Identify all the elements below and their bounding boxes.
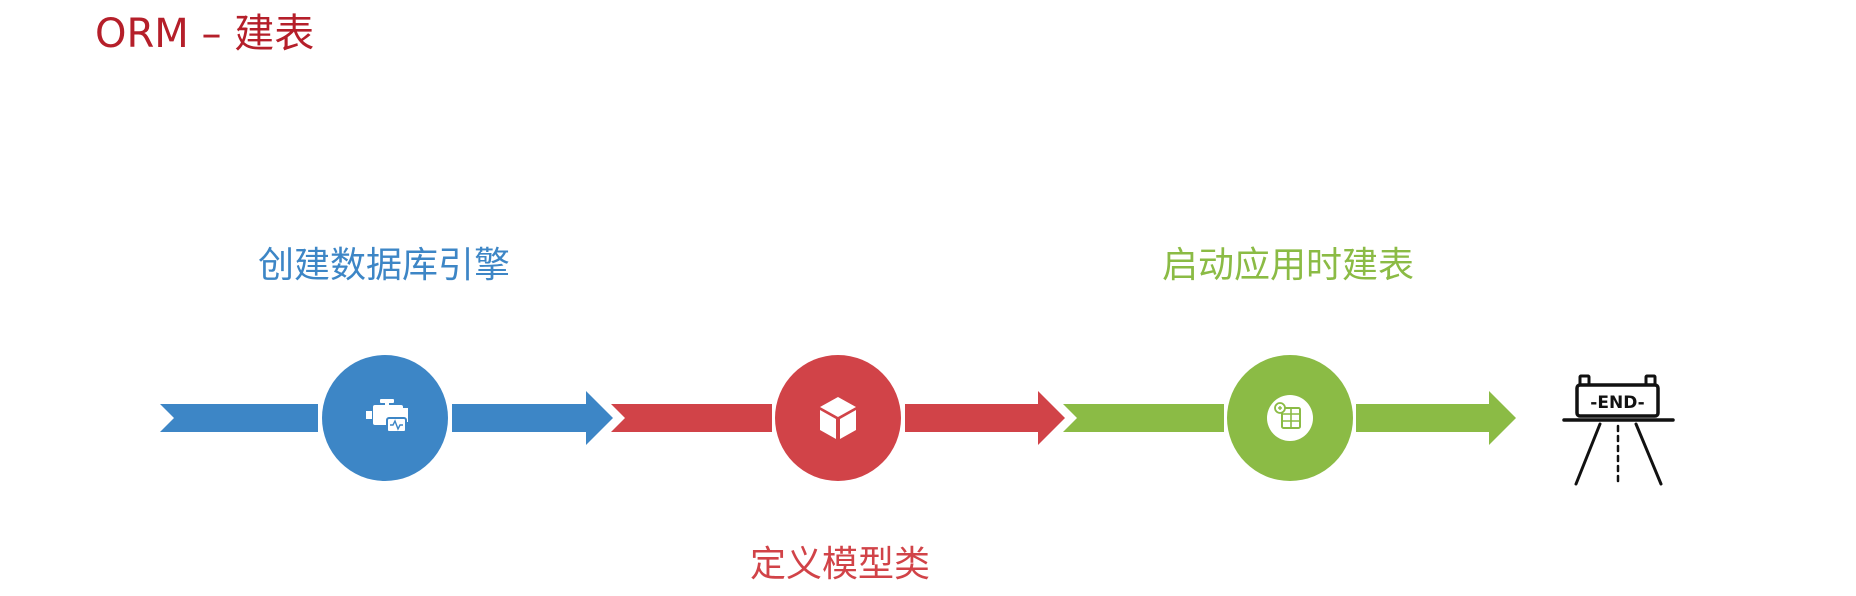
step-1-incoming-arrow: [160, 404, 318, 432]
step-3-outgoing-arrow: [1356, 391, 1516, 445]
step-2-flow: [611, 355, 1065, 481]
table-icon: [1267, 395, 1313, 441]
step-2-outgoing-arrow: [905, 391, 1065, 445]
step-1-outgoing-arrow: [452, 391, 613, 445]
page-title: ORM – 建表: [95, 11, 315, 57]
step-label-define-model: 定义模型类: [750, 544, 931, 585]
step-label-create-engine: 创建数据库引擎: [258, 245, 511, 286]
end-sign-text: -END-: [1590, 393, 1644, 413]
road-end-sign-icon: [1562, 374, 1675, 488]
engine-icon: [366, 399, 408, 433]
step-2-circle: [775, 355, 901, 481]
step-3-incoming-arrow: [1063, 404, 1224, 432]
step-1-flow: [160, 355, 613, 481]
step-2-incoming-arrow: [611, 404, 772, 432]
step-label-create-tables: 启动应用时建表: [1162, 245, 1415, 286]
step-3-flow: [1063, 355, 1516, 481]
cube-icon: [820, 397, 856, 439]
